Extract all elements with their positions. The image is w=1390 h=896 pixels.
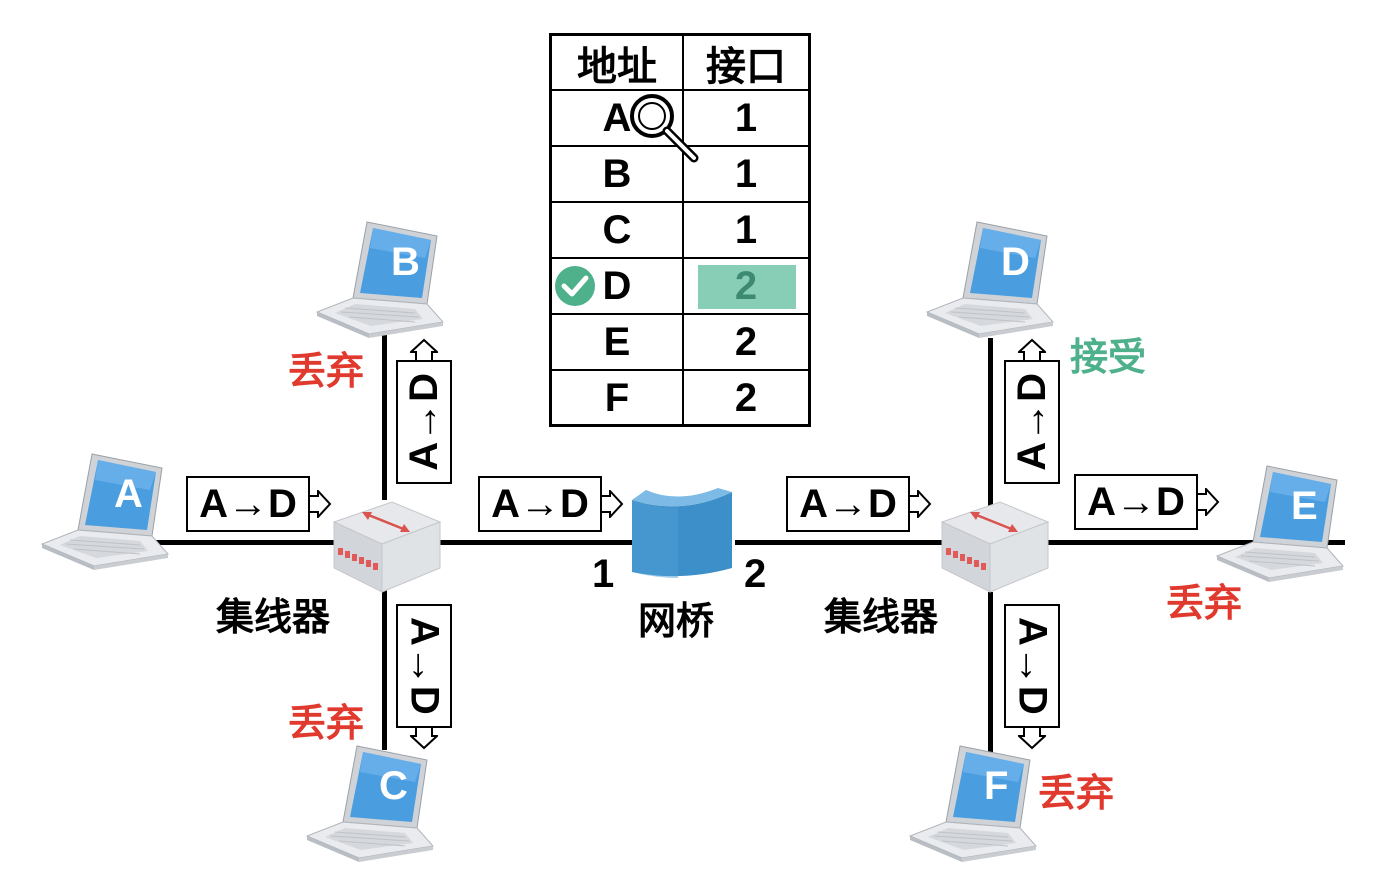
frame-hub-to-e: A→D <box>1074 474 1220 530</box>
address-cell: E <box>603 319 631 364</box>
table-row: A 1 <box>552 89 808 145</box>
arrow-down-icon <box>1018 726 1046 750</box>
header-address: 地址 <box>577 44 657 89</box>
host-b: B <box>315 218 445 338</box>
status-b: 丢弃 <box>288 351 365 393</box>
host-e: E <box>1215 462 1345 582</box>
frame-hub-to-d: A→D <box>1004 338 1060 484</box>
port-cell: 1 <box>682 147 808 201</box>
bridge-icon <box>632 488 732 578</box>
laptop-icon <box>908 742 1038 862</box>
table-row-matched: D 2 <box>552 257 808 313</box>
link-a-hub <box>155 540 335 545</box>
laptop-icon <box>305 742 435 862</box>
frame-label: A→D <box>396 604 452 728</box>
table-row: C 1 <box>552 201 808 257</box>
frame-hub-to-b: A→D <box>396 338 452 484</box>
arrow-up-icon <box>1018 338 1046 362</box>
hub-left-label: 集线器 <box>216 597 331 639</box>
link-hub-c <box>382 590 387 750</box>
status-e: 丢弃 <box>1166 583 1243 625</box>
address-cell: D <box>602 263 632 308</box>
laptop-icon <box>1215 462 1345 582</box>
frame-hub-to-bridge: A→D <box>478 476 624 532</box>
bridge-label: 网桥 <box>638 601 715 643</box>
host-label: A <box>114 472 143 516</box>
link-hub-bridge <box>440 540 635 545</box>
port-cell: 1 <box>682 91 808 145</box>
host-label: F <box>984 764 1009 808</box>
status-d: 接受 <box>1070 337 1147 379</box>
status-f: 丢弃 <box>1038 773 1115 815</box>
host-label: D <box>1001 240 1030 284</box>
frame-label: A→D <box>1004 360 1060 484</box>
frame-label: A→D <box>396 360 452 484</box>
arrow-up-icon <box>410 338 438 362</box>
port-cell: 2 <box>682 371 808 425</box>
host-label: C <box>379 764 408 808</box>
check-circle-icon <box>555 266 595 306</box>
laptop-icon <box>40 450 170 570</box>
frame-label: A→D <box>1074 474 1198 530</box>
frame-label: A→D <box>186 476 310 532</box>
status-c: 丢弃 <box>288 703 365 745</box>
laptop-icon <box>925 218 1055 338</box>
host-f: F <box>908 742 1038 862</box>
link-hub-d <box>988 338 993 506</box>
link-hub-b <box>382 330 387 500</box>
frame-label: A→D <box>786 476 910 532</box>
host-a: A <box>40 450 170 570</box>
frame-hub-to-f: A→D <box>1004 604 1060 750</box>
hub-right-label: 集线器 <box>824 597 939 639</box>
frame-label: A→D <box>1004 604 1060 728</box>
port-cell: 1 <box>682 203 808 257</box>
link-bridge-hub <box>735 540 945 545</box>
host-d: D <box>925 218 1055 338</box>
arrow-right-icon <box>308 490 332 518</box>
hub-right-icon <box>938 496 1050 596</box>
arrow-down-icon <box>410 726 438 750</box>
address-cell: C <box>602 207 632 252</box>
magnifier-icon <box>630 94 699 163</box>
port-cell-highlighted: 2 <box>682 259 808 313</box>
address-cell: B <box>602 151 632 196</box>
host-label: E <box>1291 484 1318 528</box>
table-header: 地址 接口 <box>552 36 808 89</box>
hub-left-icon <box>330 496 442 596</box>
arrow-right-icon <box>908 490 932 518</box>
link-hub-e <box>1045 540 1345 545</box>
frame-a-to-hub: A→D <box>186 476 332 532</box>
frame-hub-to-c: A→D <box>396 604 452 750</box>
laptop-icon <box>315 218 445 338</box>
frame-label: A→D <box>478 476 602 532</box>
frame-bridge-to-hub: A→D <box>786 476 932 532</box>
bridge-port-1: 1 <box>592 552 615 596</box>
link-hub-f <box>988 592 993 752</box>
address-cell: A <box>602 95 632 140</box>
table-row: F 2 <box>552 369 808 425</box>
arrow-right-icon <box>1196 488 1220 516</box>
header-port: 接口 <box>682 36 808 89</box>
arrow-right-icon <box>600 490 624 518</box>
address-cell: F <box>604 375 630 420</box>
host-label: B <box>391 240 420 284</box>
match-highlight <box>698 265 796 309</box>
table-row: E 2 <box>552 313 808 369</box>
bridge-port-2: 2 <box>744 552 767 596</box>
host-c: C <box>305 742 435 862</box>
port-cell: 2 <box>682 315 808 369</box>
